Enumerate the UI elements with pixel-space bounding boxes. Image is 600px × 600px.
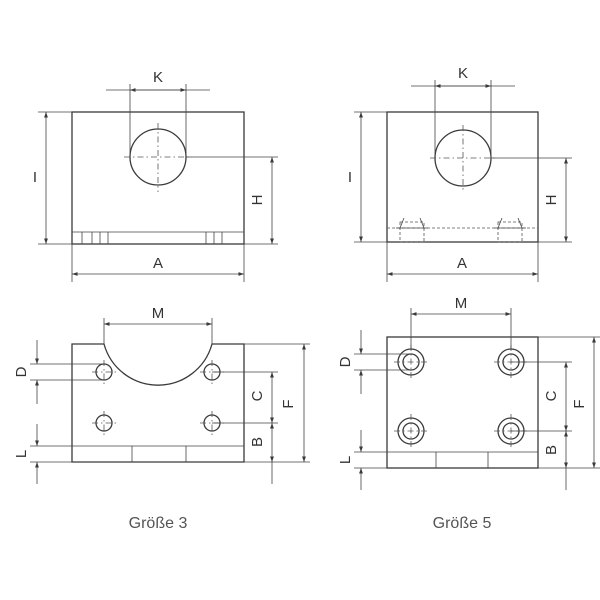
- dim-h-label: H: [543, 195, 560, 206]
- caption-size-3: Größe 3: [129, 515, 188, 532]
- saddle-outline: [71, 343, 245, 463]
- size5-top-view: M D L C B F: [337, 295, 600, 490]
- dim-m-label: M: [455, 295, 468, 312]
- dim-k-label: K: [458, 65, 468, 82]
- dim-b-label: B: [543, 445, 560, 455]
- dim-m-label: M: [152, 305, 165, 322]
- size3-top-view: M D L C B F: [13, 305, 310, 484]
- dim-c-label: C: [249, 390, 266, 401]
- dim-b-label: B: [249, 437, 266, 447]
- dim-a-label: A: [457, 255, 467, 272]
- dim-d-label: D: [13, 366, 30, 377]
- dim-a-label: A: [153, 255, 163, 272]
- dim-h-label: H: [249, 195, 266, 206]
- dim-k-label: K: [153, 69, 163, 86]
- dim-i-label: I: [348, 169, 352, 186]
- block-outline: [386, 111, 539, 243]
- size5-side-view: K I H A: [348, 65, 572, 282]
- dim-l-label: L: [337, 456, 354, 464]
- counterbored-hole: [394, 414, 428, 448]
- dim-c-label: C: [543, 390, 560, 401]
- dim-f-label: F: [571, 399, 588, 408]
- dim-f-label: F: [280, 399, 297, 408]
- dim-d-label: D: [337, 356, 354, 367]
- caption-size-5: Größe 5: [433, 515, 492, 532]
- plate-outline: [386, 336, 539, 469]
- dim-i-label: I: [33, 169, 37, 186]
- dim-l-label: L: [13, 450, 30, 458]
- size3-side-view: K I H A: [33, 69, 278, 282]
